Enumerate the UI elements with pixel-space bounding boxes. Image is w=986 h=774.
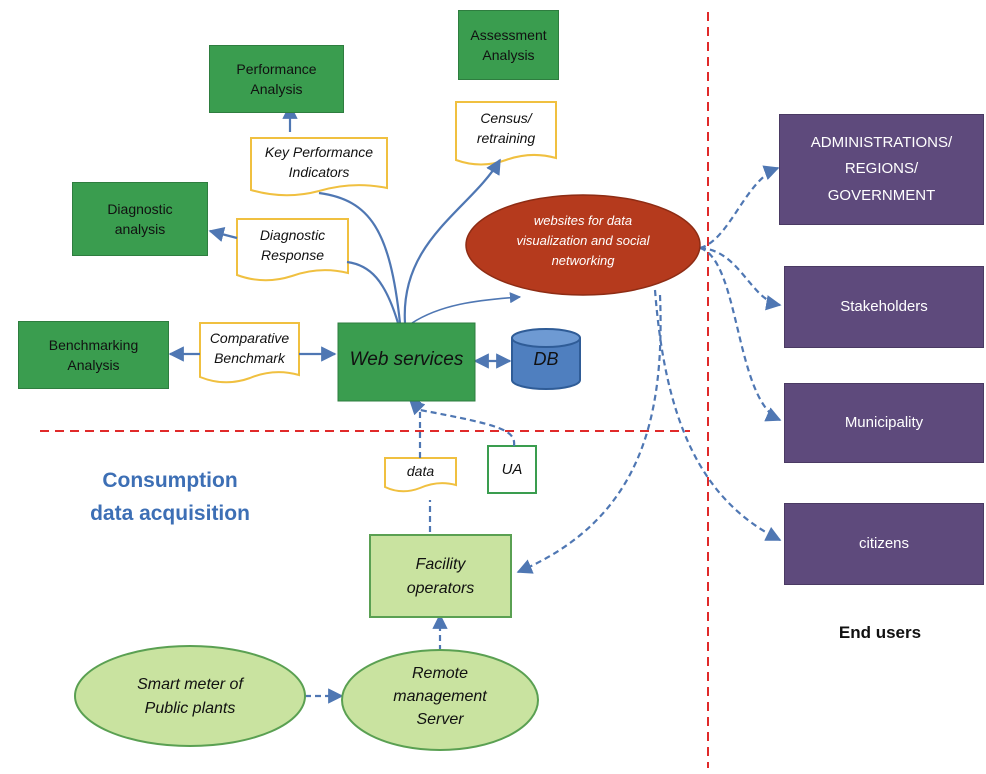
document-shapes [199,101,557,493]
web-services-label: Web services [349,349,464,370]
ua-box-shape [487,445,537,494]
web-services-box-shape [337,322,476,402]
end-user-administrations-box: ADMINISTRATIONS/ REGIONS/ GOVERNMENT [779,114,984,225]
remote-management-server-label: Remote management Server [393,665,487,729]
db-cylinder [511,328,581,390]
websites-ellipse-shape [465,194,701,296]
diagnostic-response-doc-shape [236,218,349,282]
consumption-data-acquisition-title: Consumption data acquisition [90,469,250,525]
end-user-municipality-box: Municipality [784,383,984,463]
db-label: DB [533,349,559,369]
kpi-doc: Key Performance Indicators [264,143,374,180]
data-doc: data [406,462,435,479]
performance-analysis-box: Performance Analysis [209,45,344,113]
remote-server-ellipse-shape [341,649,539,751]
data-doc-shape [384,457,457,493]
facility-box-shape [369,534,512,618]
census-doc-shape [455,101,557,166]
smart-meter-label: Smart meter of Public plants [137,676,243,717]
dashed-connectors [305,165,782,704]
census-retraining-doc: Census/ retraining [476,109,536,146]
diagnostic-analysis-box: Diagnostic analysis [72,182,208,256]
comparative-benchmark-doc: Comparative Benchmark [209,329,290,366]
solid-connectors [168,103,522,369]
end-user-citizens-box: citizens [784,503,984,585]
end-users-label: End users [838,623,922,642]
diagnostic-response-doc: Diagnostic Response [259,226,326,263]
assessment-analysis-box: Assessment Analysis [458,10,559,80]
end-user-stakeholders-box: Stakeholders [784,266,984,348]
websites-visualization-ellipse: websites for data visualization and soci… [516,213,650,269]
kpi-doc-shape [250,137,388,197]
ua-box: UA [501,460,523,478]
facility-operators-label: Facility operators [406,556,475,597]
benchmarking-analysis-box: Benchmarking Analysis [18,321,169,389]
comparative-doc-shape [199,322,300,384]
smart-meter-ellipse-shape [74,645,306,747]
